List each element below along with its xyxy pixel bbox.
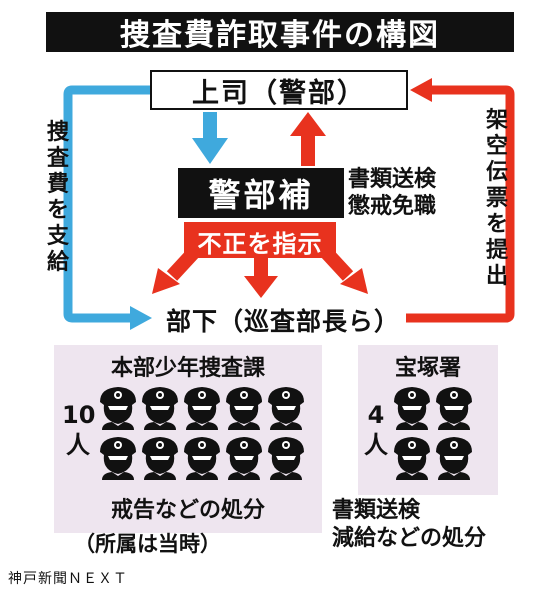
count-number: 4: [367, 401, 385, 429]
takarazuka-unit-count: 4 人: [360, 400, 392, 460]
chief-outcome: 書類送検 懲戒免職: [348, 166, 478, 220]
count-unit: 人: [364, 431, 388, 459]
diagram-title: 捜査費詐取事件の構図: [46, 12, 514, 53]
chief-to-boss-arrow: [290, 112, 326, 166]
takarazuka-unit-panel: [358, 345, 498, 495]
chief-outcome-line: 懲戒免職: [348, 194, 437, 219]
takarazuka-unit-disposition: 書類送検 減給などの処分: [332, 497, 486, 553]
count-unit: 人: [66, 431, 90, 459]
hq-unit-name: 本部少年捜査課: [110, 356, 265, 381]
hq-unit-disposition: 戒告などの処分: [110, 498, 265, 523]
boss-box: 上司（警部）: [150, 70, 408, 110]
chief-box: 警部補: [178, 168, 344, 218]
count-number: 10: [62, 401, 96, 429]
fraud-instruction-arrows: [152, 222, 368, 298]
fraud-instruction-label: 不正を指示: [197, 229, 323, 258]
chief-outcome-line: 書類送検: [348, 167, 437, 192]
takarazuka-unit-name: 宝塚署: [394, 356, 461, 381]
disposition-line: 減給などの処分: [332, 526, 487, 551]
disposition-line: 書類送検: [332, 498, 421, 523]
subordinates-label: 部下（巡査部長ら）: [166, 307, 401, 336]
blue-flow-line: [63, 85, 150, 323]
blue-flow-arrowhead: [130, 306, 152, 330]
red-flow-line: [406, 85, 515, 323]
left-flow-label: 捜査費を支給: [46, 120, 69, 275]
source-credit: 神戸新聞ＮＥＸＴ: [8, 571, 128, 587]
red-flow-arrowhead: [410, 78, 432, 102]
affiliation-note: （所属は当時）: [74, 532, 221, 556]
boss-to-chief-arrow: [192, 112, 228, 164]
hq-unit-count: 10 人: [62, 400, 96, 460]
right-flow-label: 架空伝票を提出: [485, 108, 508, 289]
